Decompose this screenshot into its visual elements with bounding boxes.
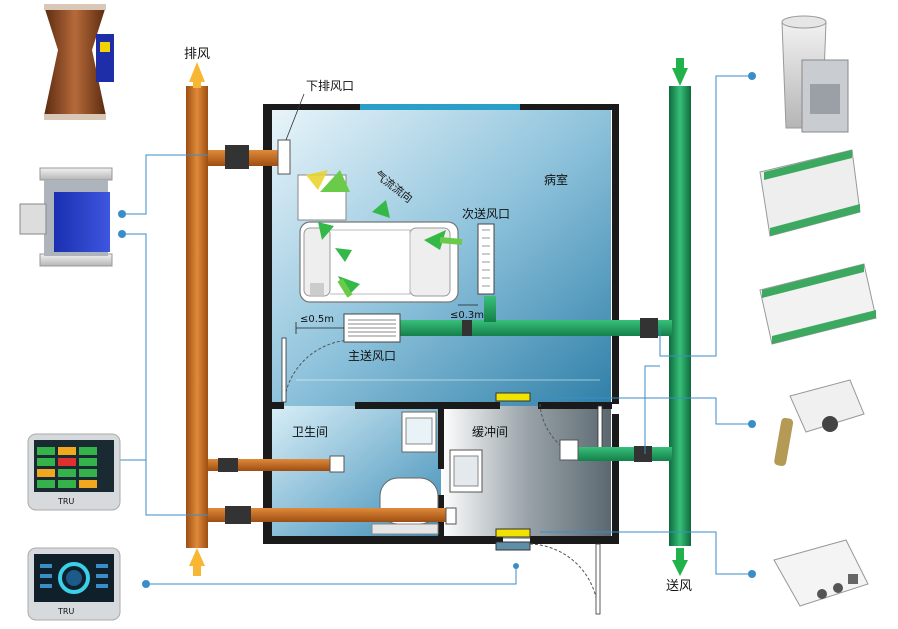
exhaust-valve-device (44, 4, 114, 120)
lower-exhaust-vent (277, 139, 291, 175)
panel-brand-2: TRU (57, 607, 74, 616)
window (360, 104, 520, 110)
distance-right-label: ≤0.3m (450, 310, 484, 321)
toilet-label: 卫生间 (292, 425, 328, 439)
exhaust-label: 排风 (184, 47, 210, 62)
connector-dots (118, 72, 756, 588)
pressure-panel (495, 541, 531, 551)
airflow-arrows (306, 170, 463, 298)
main-supply-vent-label: 主送风口 (348, 348, 396, 363)
main-supply-vent (343, 313, 401, 343)
supply-branch-ward (400, 320, 672, 336)
airflow-sensor-device (781, 15, 849, 133)
panel-brand-1: TRU (57, 497, 74, 506)
buffer-exhaust-grille (445, 507, 457, 525)
ward-door (281, 337, 287, 403)
supply-valve-device (19, 167, 113, 267)
controller-module-2 (759, 263, 877, 345)
exhaust-inlet-arrow (189, 548, 205, 566)
secondary-supply-vent-label: 次送风口 (462, 206, 510, 221)
secondary-supply-vent (477, 223, 495, 295)
supply-label: 送风 (666, 579, 692, 594)
buffer-supply-grille (559, 439, 579, 461)
distance-left-label: ≤0.5m (300, 314, 334, 325)
supply-branch-buffer (578, 447, 672, 461)
control-panel-device-2 (27, 547, 121, 621)
exhaust-branch-buffer (208, 508, 452, 522)
buffer-room-label: 缓冲间 (472, 424, 508, 439)
sensor-bar-bottom (495, 528, 531, 538)
pressure-sensor-device (773, 539, 869, 607)
exhaust-up-arrow (189, 62, 205, 82)
sensor-bar-top (495, 392, 531, 402)
supply-down-arrow (672, 560, 688, 576)
toilet-exhaust-grille (329, 455, 345, 473)
lower-exhaust-vent-label: 下排风口 (306, 79, 354, 93)
ward-label: 病室 (544, 172, 568, 187)
entry-door (595, 543, 601, 615)
connector-lines (118, 75, 752, 585)
duct-sensor-device (774, 379, 865, 467)
supply-riser (669, 86, 691, 546)
dimension-lines (295, 304, 478, 334)
exhaust-branch-toilet (208, 459, 336, 471)
exhaust-riser (186, 86, 208, 548)
controller-module-1 (759, 149, 861, 237)
supply-in-arrow (672, 68, 688, 86)
control-panel-device-1 (27, 433, 121, 511)
